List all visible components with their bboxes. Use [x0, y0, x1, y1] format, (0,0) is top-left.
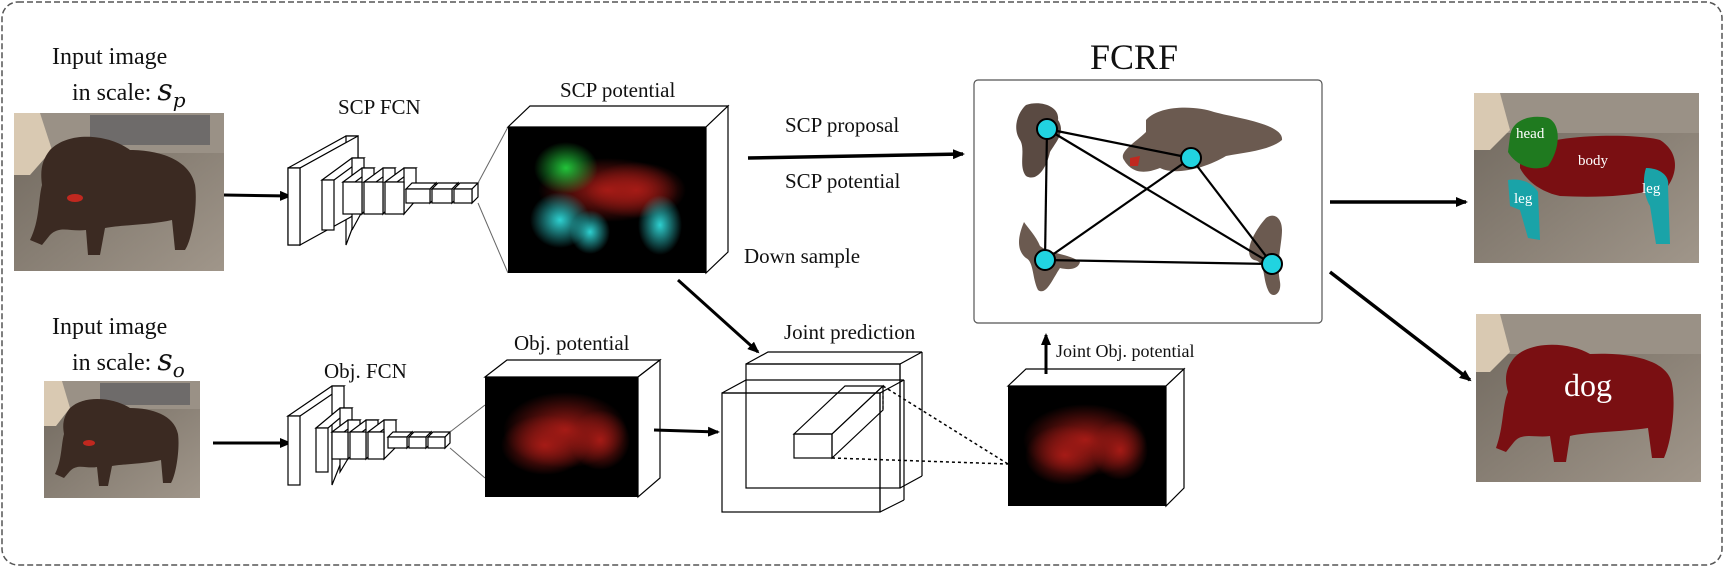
- scp-potential-map: [506, 104, 730, 275]
- input-image-part-scale: [14, 113, 224, 271]
- projection-line: [449, 447, 486, 479]
- input-obj-scale-symbol: so: [157, 343, 184, 381]
- input-obj-label-line2: in scale: so: [72, 344, 185, 381]
- joint-dotted-link: [882, 385, 1009, 465]
- crf-node: [1261, 253, 1283, 275]
- crf-node: [1036, 118, 1058, 140]
- scale-symbol-s: s: [157, 73, 173, 108]
- scale-symbol-s: s: [157, 343, 173, 378]
- crf-node: [1034, 249, 1056, 271]
- joint-dotted-link: [831, 457, 1009, 465]
- crf-node: [1180, 147, 1202, 169]
- part-label-leg-left: leg: [1514, 191, 1533, 207]
- scp-fcn-network: [287, 134, 480, 247]
- scp-proposal-label: SCP proposal: [785, 113, 900, 137]
- arrow-down-sample: [676, 278, 760, 354]
- projection-line: [477, 126, 509, 184]
- input-part-label-line2: in scale: sp: [72, 74, 186, 111]
- obj-fcn-network: [286, 385, 452, 486]
- arrow-obj-potential-to-joint: [653, 426, 720, 437]
- joint-obj-potential-label: Joint Obj. potential: [1056, 341, 1195, 361]
- input-obj-scale-prefix: in scale:: [72, 350, 152, 376]
- arrow-input-part-to-scp-fcn: [223, 190, 292, 201]
- joint-obj-potential-map: [1006, 367, 1186, 508]
- joint-prediction-volume: [721, 351, 923, 513]
- input-part-label-line1: Input image: [52, 44, 168, 70]
- arrow-fcrf-to-object-output: [1328, 270, 1472, 382]
- input-part-scale-prefix: in scale:: [72, 80, 152, 106]
- down-sample-label: Down sample: [744, 244, 861, 268]
- projection-line: [477, 202, 509, 274]
- part-label-body: body: [1578, 153, 1608, 169]
- object-label-dog: dog: [1564, 367, 1612, 403]
- joint-prediction-label: Joint prediction: [784, 320, 916, 344]
- obj-potential-map: [483, 358, 662, 499]
- part-label-head: head: [1516, 126, 1545, 142]
- obj-potential-label: Obj. potential: [514, 331, 630, 355]
- projection-line: [449, 404, 486, 433]
- output-object-segmentation: [1476, 314, 1701, 482]
- scale-symbol-sub-o: o: [172, 358, 185, 382]
- input-obj-label-line1: Input image: [52, 314, 168, 340]
- fcrf-box: [973, 79, 1323, 324]
- scp-potential-label: SCP potential: [560, 78, 676, 102]
- part-label-leg-right: leg: [1642, 181, 1661, 197]
- output-part-segmentation: [1474, 93, 1699, 263]
- scp-potential-arrow-label: SCP potential: [785, 169, 901, 193]
- scale-symbol-sub-p: p: [172, 88, 186, 112]
- input-image-object-scale: [44, 381, 200, 498]
- input-part-scale-symbol: sp: [157, 73, 185, 111]
- obj-fcn-label: Obj. FCN: [324, 359, 407, 383]
- arrow-scp-proposal: [747, 149, 965, 160]
- scp-fcn-label: SCP FCN: [338, 95, 421, 119]
- fcrf-title: FCRF: [1090, 37, 1179, 77]
